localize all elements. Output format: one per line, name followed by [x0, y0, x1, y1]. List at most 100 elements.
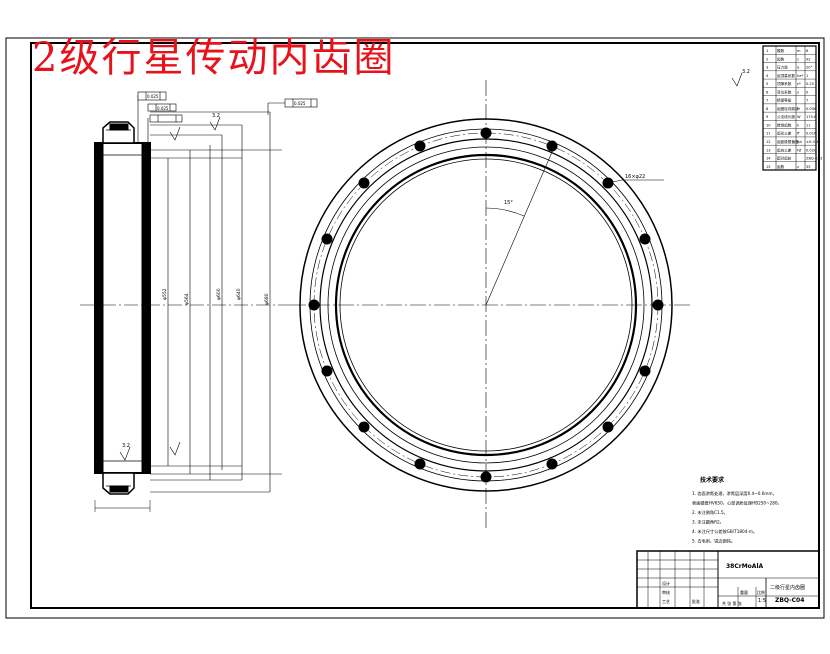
bolt-holes — [308, 127, 664, 483]
drawing-title: 2级行星传动内齿圈 — [32, 35, 396, 81]
table-cell: k — [797, 123, 800, 127]
roughness-label: 3.2 — [212, 113, 220, 119]
table-cell: 配对齿轮 — [777, 156, 792, 161]
table-cell: ZBQ-C03 — [806, 157, 822, 161]
table-row-number: 14 — [766, 157, 771, 161]
tolerance-frames — [137, 91, 318, 123]
table-cell: z — [797, 165, 799, 169]
table-cell: 顶隙系数 — [777, 81, 792, 86]
check-label: 审核 — [662, 589, 670, 595]
angle-label: 15° — [504, 200, 513, 206]
table-cell: z — [797, 57, 799, 61]
table-cell: 跨测齿数 — [777, 122, 792, 127]
table-cell: 175.6 — [806, 115, 817, 119]
outer-border — [5, 37, 825, 619]
table-cell: 压力角 — [777, 65, 788, 70]
table-cell: 0.056 — [806, 107, 817, 111]
dim-label: φ600 — [216, 288, 222, 300]
title-block — [636, 550, 820, 609]
tolerance-value-a: 0.025 — [147, 94, 159, 99]
weight-label: 重量 — [740, 589, 748, 595]
table-cell: α — [797, 66, 800, 70]
table-cell: x — [797, 90, 800, 94]
inner-border — [30, 42, 820, 609]
roughness-label: 3.2 — [122, 443, 130, 449]
tech-req-line: 1. 齿面渗氮处理，渗氮层深度0.4~0.6mm， — [692, 490, 777, 497]
table-cell: 齿数 — [777, 56, 785, 61]
front-view — [290, 80, 690, 530]
dim-label: φ640 — [236, 288, 242, 300]
table-cell: 齿向公差 — [777, 147, 792, 152]
table-row-number: 6 — [766, 90, 769, 94]
table-cell: 92 — [806, 57, 811, 61]
table-row-number: 9 — [766, 115, 769, 119]
material-label: 38CrMoAlA — [726, 563, 764, 570]
tech-req-line: 2. 未注倒角C1.5。 — [692, 509, 728, 516]
drawing-number-label: ZBQ-C04 — [775, 597, 804, 604]
part-name-label: 二级行星内齿圈 — [770, 584, 805, 591]
tech-req-lines: 1. 齿面渗氮处理，渗氮层深度0.4~0.6mm， 表面硬度HV650，心部调质… — [692, 490, 782, 545]
dim-label: φ680 — [264, 293, 270, 305]
scale-heading: 比例 — [757, 589, 765, 595]
table-cell: 齿圈径向跳动 — [777, 106, 799, 111]
table-cell: c* — [797, 82, 801, 86]
roughness-label: 3.2 — [742, 69, 750, 75]
dim-label: φ564 — [184, 293, 190, 305]
tech-req-title: 技术要求 — [700, 476, 725, 484]
table-cell: 变位系数 — [777, 89, 792, 94]
table-row-number: 2 — [766, 57, 768, 61]
table-cell: fpt — [797, 140, 803, 144]
bolt-hole-note: 16×φ22 — [625, 174, 645, 180]
roughness-symbols — [119, 72, 743, 461]
table-cell: W — [797, 115, 801, 119]
table-row-number: 8 — [766, 107, 769, 111]
table-row-number: 15 — [766, 165, 771, 169]
table-cell: 11 — [806, 123, 811, 127]
table-cell: 7 — [806, 99, 808, 103]
table-cell: 35 — [806, 165, 811, 169]
table-row-number: 7 — [766, 99, 768, 103]
sheet-label: 共 张 第 张 — [722, 600, 742, 606]
table-cell: 20° — [806, 66, 813, 70]
table-cell: 齿距极限偏差 — [777, 139, 799, 144]
tech-req-line: 5. 去毛刺，锐边倒钝。 — [692, 538, 735, 545]
table-row-number: 4 — [766, 74, 769, 78]
table-cell: ha* — [797, 74, 803, 78]
table-cell: 齿顶高系数 — [777, 73, 795, 78]
table-row-number: 11 — [766, 132, 771, 136]
table-cell: ±0.018 — [806, 140, 820, 144]
table-cell: 0.016 — [806, 132, 817, 136]
table-cell: 0 — [806, 90, 809, 94]
table-cell: Fβ — [797, 148, 802, 152]
table-row-number: 10 — [766, 123, 771, 127]
tech-req-line: 表面硬度HV650，心部调质处理HB250~280。 — [692, 500, 782, 507]
tolerance-value-b: 0.025 — [157, 106, 169, 111]
technical-requirements: 技术要求 1. 齿面渗氮处理，渗氮层深度0.4~0.6mm， 表面硬度HV650… — [692, 476, 782, 545]
table-cell: Fr — [797, 107, 801, 111]
table-row-number: 12 — [766, 140, 771, 144]
process-label: 工艺 — [662, 599, 670, 604]
table-cell: ff — [797, 132, 800, 136]
table-cell: 精度等级 — [777, 98, 792, 103]
table-cell: 0.020 — [806, 148, 817, 152]
table-cell: 1 — [806, 74, 808, 78]
table-cell: 0.25 — [806, 82, 814, 86]
dim-label: φ552 — [162, 288, 168, 300]
approve-label: 批准 — [692, 598, 700, 604]
table-row-number: 3 — [766, 66, 768, 70]
design-label: 设计 — [662, 580, 670, 586]
table-row-number: 5 — [766, 82, 768, 86]
table-row-number: 13 — [766, 148, 771, 152]
table-cell: 公法线长度 — [777, 114, 795, 119]
scale-label: 1:5 — [758, 598, 766, 604]
table-cell: 模数 — [777, 48, 785, 53]
tech-req-line: 3. 未注圆角R2。 — [692, 519, 724, 526]
table-cell: 6 — [806, 49, 809, 53]
table-row-number: 1 — [766, 49, 768, 53]
table-cell: 齿数 — [777, 164, 785, 169]
gear-parameter-table — [762, 45, 817, 171]
table-cell: 齿形公差 — [777, 131, 792, 136]
section-view — [80, 95, 290, 512]
